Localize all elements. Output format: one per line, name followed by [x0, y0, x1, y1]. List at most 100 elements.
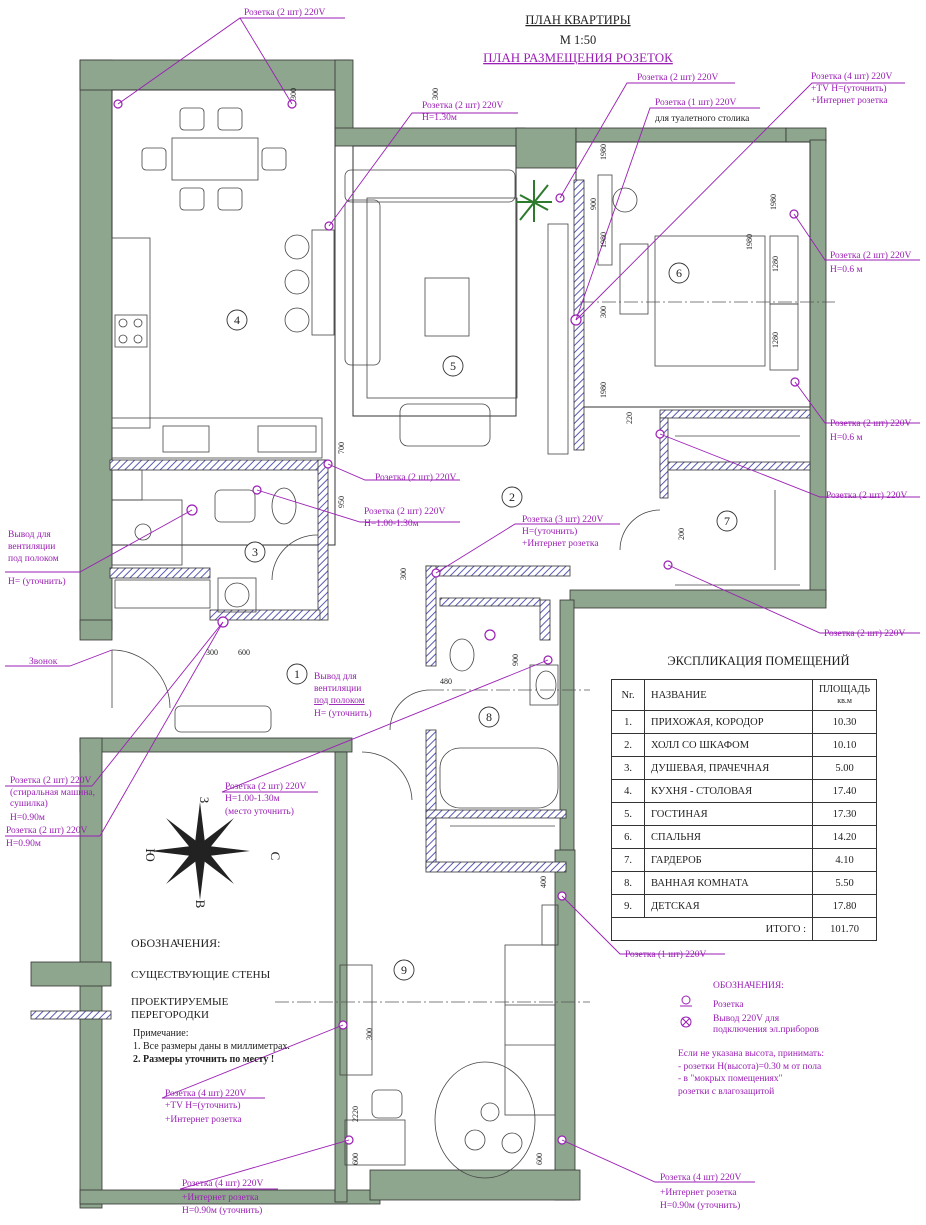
annotation-label: H=0.90м (уточнить) — [660, 1200, 740, 1211]
compass-label: З — [197, 797, 212, 804]
dimension: 220 — [625, 412, 634, 424]
annotation-label: H=0.90м (уточнить) — [182, 1205, 262, 1216]
dimension: 1980 — [745, 234, 754, 250]
header-name: НАЗВАНИЕ — [644, 679, 813, 711]
annotation-label: Розетка (2 шт) 220V — [10, 775, 92, 786]
annotation-label: H=0.6 м — [830, 265, 862, 275]
cell-area: 17.30 — [811, 802, 878, 826]
plant-icon — [516, 180, 552, 222]
annotation-label: Звонок — [29, 657, 58, 667]
cell-area: 17.40 — [811, 779, 878, 803]
dimension: 480 — [440, 677, 452, 686]
legend2-note: - в "мокрых помещениях" — [678, 1074, 783, 1084]
legend2-output: подключения эл.приборов — [713, 1024, 819, 1035]
room-number-3: 3 — [252, 545, 258, 559]
annotation-label: под полоком — [8, 554, 59, 564]
annotation-label: Розетка (1 шт) 220V — [655, 97, 737, 108]
room-number-8: 8 — [486, 710, 492, 724]
annotation-label: Розетка (2 шт) 220V — [422, 100, 504, 111]
annotation-label: +Интернет розетка — [660, 1188, 737, 1198]
room-number-6: 6 — [676, 266, 682, 280]
annotation-label: Вывод для — [314, 672, 357, 682]
annotation-label: H= (уточнить) — [8, 576, 66, 587]
dimension: 300 — [289, 88, 298, 100]
room-number-1: 1 — [294, 667, 300, 681]
room-number-4: 4 — [234, 313, 240, 327]
dimension: 1980 — [599, 382, 608, 398]
room-number-5: 5 — [450, 359, 456, 373]
table-total-row: ИТОГО : 101.70 — [611, 917, 878, 941]
dimension: 700 — [337, 442, 346, 454]
cell-name: ДУШЕВАЯ, ПРАЧЕЧНАЯ — [644, 756, 813, 780]
total-label: ИТОГО : — [611, 917, 813, 941]
annotation-label: Розетка (2 шт) 220V — [826, 490, 908, 501]
annotation-label: вентиляции — [314, 684, 361, 694]
annotation-label: Розетка (2 шт) 220V — [830, 418, 912, 429]
cell-area: 10.10 — [811, 733, 878, 757]
cell-no: 7. — [611, 848, 645, 872]
explication-title: ЭКСПЛИКАЦИЯ ПОМЕЩЕНИЙ — [667, 654, 850, 668]
cell-name: ДЕТСКАЯ — [644, 894, 813, 918]
legend2-socket: Розетка — [713, 1000, 744, 1010]
dimension: 900 — [511, 654, 520, 666]
annotation-label: Розетка (2 шт) 220V — [375, 472, 457, 483]
annotation-label: H=0.90м — [6, 839, 41, 849]
cell-name: ВАННАЯ КОМНАТА — [644, 871, 813, 895]
legend2-note: розетки с влагозащитой — [678, 1086, 774, 1097]
dimension: 300 — [365, 1028, 374, 1040]
cell-area: 10.30 — [811, 710, 878, 734]
annotation-label: (стиральная машина, — [10, 787, 95, 798]
annotation-label: Розетка (2 шт) 220V — [6, 825, 88, 836]
annotation-label: Розетка (2 шт) 220V — [824, 628, 906, 639]
dimension: 600 — [535, 1153, 544, 1165]
annotation-label: Розетка (2 шт) 220V — [830, 250, 912, 261]
annotation-label: под полоком — [314, 696, 365, 706]
dimension: 1280 — [771, 332, 780, 348]
room-numbers — [226, 262, 738, 981]
cell-area: 17.80 — [811, 894, 878, 918]
cell-name: СПАЛЬНЯ — [644, 825, 813, 849]
legend-partition-label: ПЕРЕГОРОДКИ — [131, 1009, 209, 1021]
room-number-7: 7 — [724, 514, 730, 528]
annotation-label: +Интернет розетка — [182, 1193, 259, 1203]
note-1: 1. Все размеры даны в миллиметрах. — [133, 1041, 290, 1052]
dimension: 300 — [206, 648, 218, 657]
header-no: Nr. — [611, 679, 645, 711]
legend2-title: ОБОЗНАЧЕНИЯ: — [713, 981, 784, 991]
dimension: 200 — [677, 528, 686, 540]
annotation-label: Розетка (2 шт) 220V — [225, 781, 307, 792]
dimension: 400 — [539, 876, 548, 888]
cell-area: 4.10 — [811, 848, 878, 872]
legend2-note: - розетки Н(высота)=0.30 м от пола — [678, 1061, 822, 1072]
compass-label: Ю — [143, 848, 158, 861]
dimension: 300 — [599, 306, 608, 318]
dimension: 300 — [399, 568, 408, 580]
partitions — [109, 179, 811, 873]
cell-no: 2. — [611, 733, 645, 757]
note-2: 2. Размеры уточнить по месту ! — [133, 1054, 274, 1065]
cell-name: ГАРДЕРОБ — [644, 848, 813, 872]
cell-name: ГОСТИНАЯ — [644, 802, 813, 826]
room-number-2: 2 — [509, 490, 515, 504]
compass-label: С — [268, 852, 283, 861]
socket-markers — [113, 99, 800, 1145]
annotation-label: +TV H=(уточнить) — [811, 83, 886, 94]
dimension: 900 — [589, 198, 598, 210]
dimension: 1980 — [769, 194, 778, 210]
cell-no: 3. — [611, 756, 645, 780]
cell-no: 6. — [611, 825, 645, 849]
interior-outline — [111, 89, 811, 546]
total-value: 101.70 — [811, 917, 878, 941]
header-area-label: ПЛОЩАДЬ — [819, 684, 871, 695]
annotation-label: Розетка (1 шт) 220V — [625, 949, 707, 960]
